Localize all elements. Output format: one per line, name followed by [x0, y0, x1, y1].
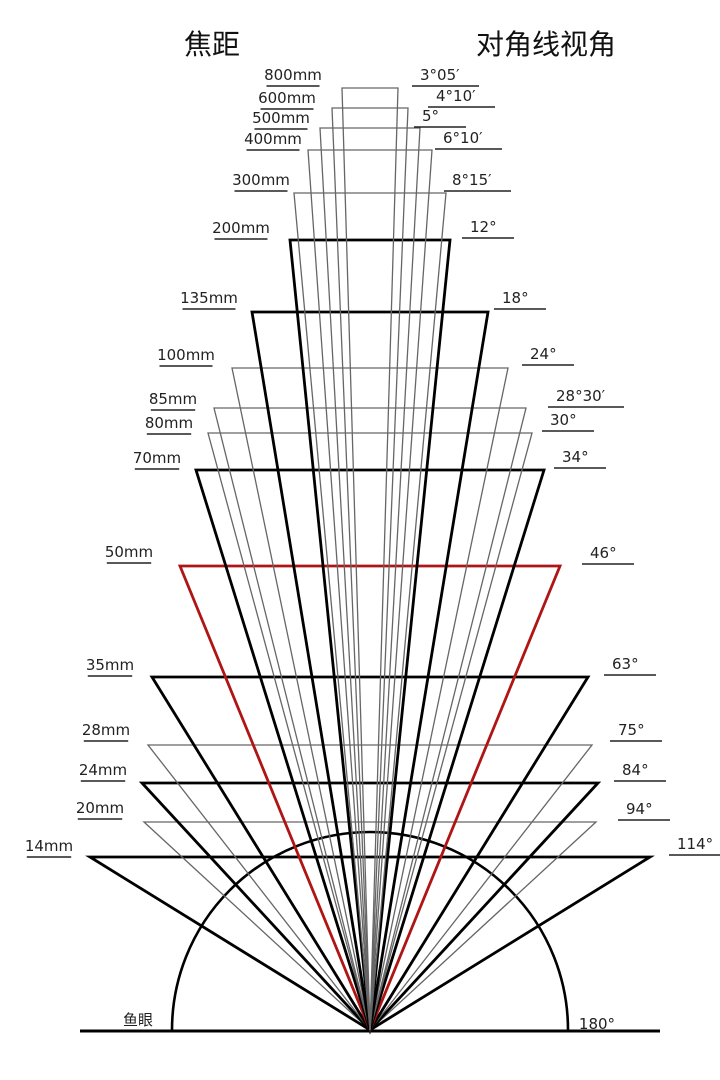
focal-label-300mm: 300mm: [232, 171, 290, 189]
focal-label-20mm: 20mm: [76, 799, 124, 817]
angle-label-400mm: 6°10′: [443, 129, 483, 147]
angle-label-500mm: 5°: [422, 107, 439, 125]
lens-triangle-100mm: [231, 367, 509, 1031]
focal-label-600mm: 600mm: [258, 89, 316, 107]
lens-triangle-300mm: [293, 192, 447, 1031]
focal-label-50mm: 50mm: [105, 543, 153, 561]
lens-triangle-400mm: [307, 149, 433, 1031]
focal-label-400mm: 400mm: [244, 130, 302, 148]
lens-triangle-70mm: [194, 468, 546, 1035]
lens-triangle-20mm: [142, 821, 598, 1031]
lens-triangle-80mm: [207, 432, 533, 1033]
fisheye-arc: [170, 830, 570, 1031]
focal-label-800mm: 800mm: [264, 66, 322, 84]
lens-triangle-500mm: [319, 127, 421, 1031]
lens-triangle-135mm: [250, 310, 490, 1031]
lens-triangle-24mm: [138, 781, 602, 1033]
focal-label-135mm: 135mm: [180, 289, 238, 307]
lens-triangle-35mm: [149, 675, 591, 1033]
angle-label-14mm: 114°: [677, 835, 713, 853]
angle-label-600mm: 4°10′: [436, 87, 476, 105]
lens-triangle-14mm: [85, 855, 655, 1032]
angle-label-70mm: 34°: [562, 448, 589, 466]
lens-triangle-600mm: [331, 107, 409, 1031]
lens-triangle-28mm: [146, 744, 594, 1032]
angle-label-24mm: 84°: [622, 761, 649, 779]
focal-label-35mm: 35mm: [86, 656, 134, 674]
focal-label-28mm: 28mm: [82, 721, 130, 739]
focal-label-500mm: 500mm: [252, 109, 310, 127]
angle-label-135mm: 18°: [502, 289, 529, 307]
focal-label-85mm: 85mm: [149, 390, 197, 408]
focal-label-100mm: 100mm: [157, 346, 215, 364]
angle-label-80mm: 30°: [550, 411, 577, 429]
fisheye-angle-label: 180°: [579, 1015, 615, 1033]
angle-label-28mm: 75°: [618, 721, 645, 739]
angle-label-50mm: 46°: [590, 544, 617, 562]
angle-label-300mm: 8°15′: [452, 171, 492, 189]
fisheye-focal-label: 鱼眼: [123, 1011, 153, 1029]
focal-label-80mm: 80mm: [145, 414, 193, 432]
diagonal-angle-heading: 对角线视角: [476, 28, 616, 61]
angle-label-35mm: 63°: [612, 655, 639, 673]
focal-label-200mm: 200mm: [212, 219, 270, 237]
lens-triangle-200mm: [288, 238, 452, 1031]
angle-label-85mm: 28°30′: [556, 387, 606, 405]
lens-triangle-50mm: [177, 564, 563, 1034]
focal-label-24mm: 24mm: [79, 761, 127, 779]
angle-label-100mm: 24°: [530, 345, 557, 363]
lens-triangle-85mm: [213, 407, 527, 1031]
angle-label-20mm: 94°: [626, 800, 653, 818]
angle-label-800mm: 3°05′: [420, 66, 460, 84]
lens-fan-group: 鱼眼 180° 14mm 114° 20mm 94° 24mm 84° 28mm 75° 35mm 6…: [25, 66, 720, 1035]
lens-triangle-800mm: [341, 87, 399, 1031]
focal-label-70mm: 70mm: [133, 449, 181, 467]
focal-length-heading: 焦距: [184, 28, 240, 61]
focal-label-14mm: 14mm: [25, 837, 73, 855]
angle-label-200mm: 12°: [470, 218, 497, 236]
